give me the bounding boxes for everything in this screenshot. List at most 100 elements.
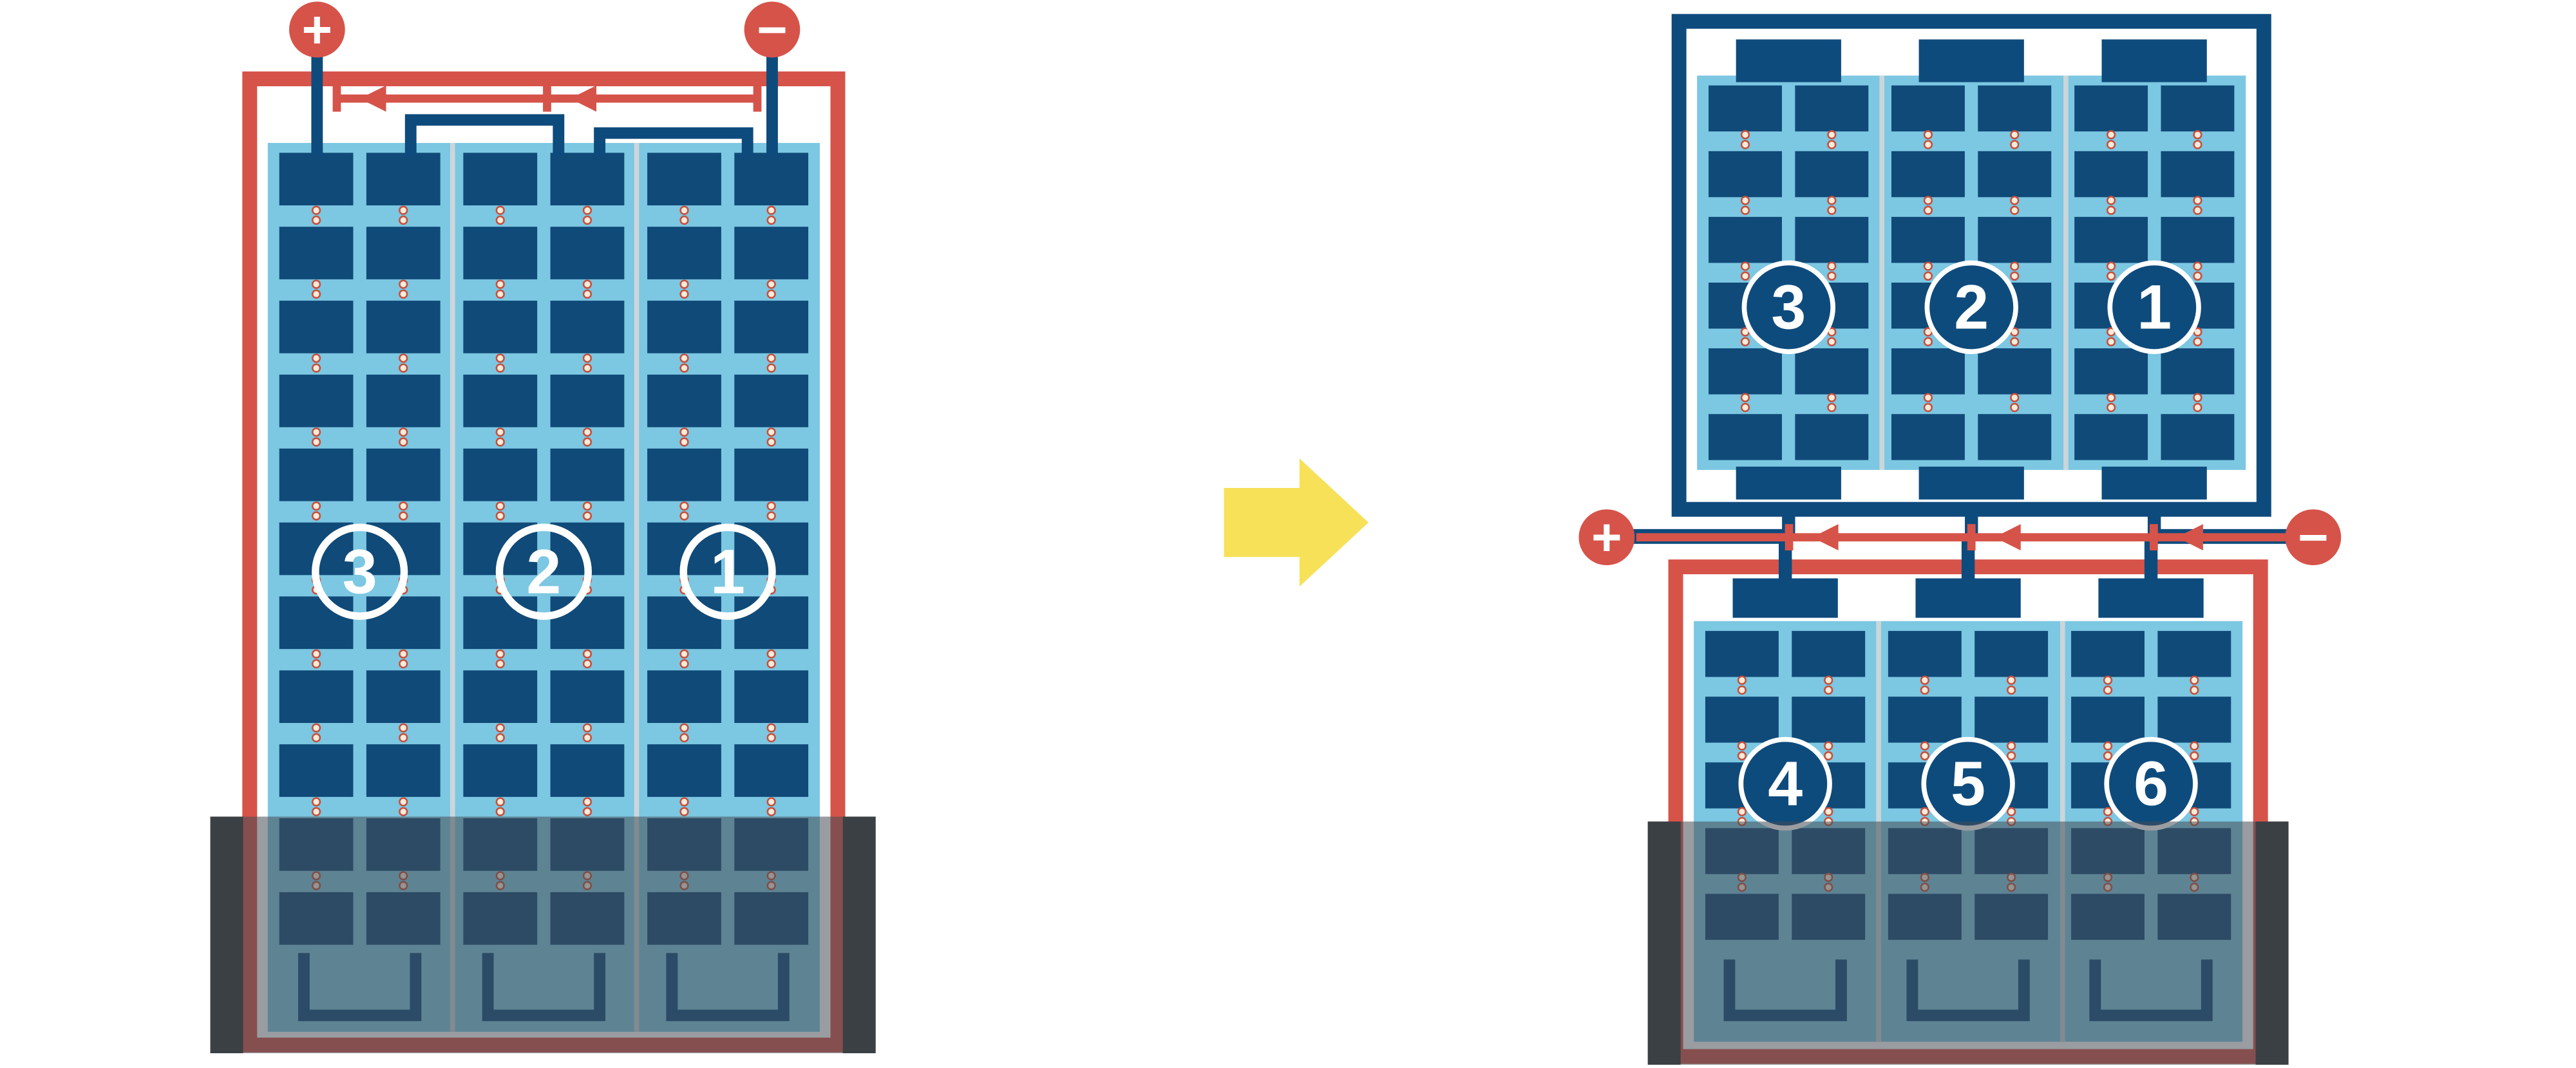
pv-cell bbox=[734, 301, 809, 353]
solder-dot bbox=[2193, 402, 2202, 413]
solder-dot bbox=[2106, 140, 2116, 149]
solder-dot bbox=[582, 807, 592, 816]
string-number: 2 bbox=[1954, 272, 1989, 342]
string-number-circle bbox=[2107, 260, 2201, 355]
pv-cell bbox=[2074, 414, 2148, 460]
arrow-left-icon bbox=[1994, 524, 2021, 551]
string-number-circle bbox=[1741, 260, 1835, 355]
solder-dot bbox=[1740, 393, 1750, 402]
pv-cell bbox=[1709, 414, 1782, 460]
solder-dot bbox=[2103, 675, 2113, 685]
solder-dot bbox=[679, 807, 689, 816]
solder-dot bbox=[766, 215, 776, 225]
top-connector-tab bbox=[2098, 578, 2204, 618]
pv-cell bbox=[1978, 414, 2052, 460]
solder-dot bbox=[582, 289, 592, 299]
solder-dot bbox=[1920, 751, 1929, 761]
pv-cell bbox=[647, 744, 721, 797]
solder-dot bbox=[495, 723, 505, 733]
solder-dot bbox=[2010, 130, 2020, 140]
pv-cell bbox=[1795, 348, 1869, 395]
solder-dot bbox=[399, 363, 408, 373]
pv-cell bbox=[463, 596, 538, 650]
solder-dot bbox=[766, 353, 776, 363]
solder-dot bbox=[311, 797, 321, 807]
mounting-bar bbox=[210, 816, 243, 1054]
solder-dot bbox=[495, 427, 505, 437]
pv-cell bbox=[463, 448, 538, 501]
pv-cell bbox=[550, 227, 625, 279]
solder-dot bbox=[2193, 205, 2202, 215]
solder-dot bbox=[1740, 130, 1750, 140]
solder-dot bbox=[1923, 205, 1933, 215]
mounting-bar bbox=[1647, 821, 1681, 1065]
solder-dot bbox=[679, 723, 689, 733]
solder-dot bbox=[1923, 196, 1933, 205]
pv-cell bbox=[463, 374, 538, 427]
solder-dot bbox=[2010, 271, 2020, 281]
solder-dot bbox=[399, 649, 408, 659]
solder-dot bbox=[311, 807, 321, 816]
pv-cell bbox=[366, 227, 440, 279]
pv-cell bbox=[2157, 697, 2231, 743]
pv-cell bbox=[647, 227, 721, 279]
solder-dot bbox=[679, 511, 689, 521]
pv-cell bbox=[463, 744, 538, 797]
solder-dot bbox=[495, 215, 505, 225]
pv-cell bbox=[550, 301, 625, 353]
solder-dot bbox=[1737, 751, 1747, 761]
solder-dot bbox=[679, 437, 689, 447]
solder-dot bbox=[582, 363, 592, 373]
solder-dot bbox=[2007, 675, 2016, 685]
pv-cell bbox=[1709, 85, 1782, 132]
solder-dot bbox=[582, 437, 592, 447]
negative-icon: − bbox=[2298, 509, 2329, 567]
solder-dot bbox=[399, 659, 408, 669]
pv-cell bbox=[1978, 85, 2052, 132]
solder-dot bbox=[1827, 196, 1837, 205]
pv-cell bbox=[647, 448, 721, 501]
solder-dot bbox=[766, 279, 776, 289]
solder-dot bbox=[766, 205, 776, 215]
solder-dot bbox=[495, 501, 505, 511]
pv-cell bbox=[279, 374, 354, 427]
shading-overlay bbox=[1647, 821, 2289, 1065]
pv-cell bbox=[2161, 414, 2235, 460]
pv-cell bbox=[2071, 697, 2145, 743]
positive-icon: + bbox=[302, 1, 333, 59]
solder-dot bbox=[1920, 741, 1929, 751]
solder-dot bbox=[1824, 685, 1833, 695]
pv-cell bbox=[279, 227, 354, 279]
solder-dot bbox=[582, 797, 592, 807]
solder-dot bbox=[582, 205, 592, 215]
solder-dot bbox=[311, 501, 321, 511]
solder-dot bbox=[679, 501, 689, 511]
pv-cell bbox=[647, 301, 721, 353]
pv-cell bbox=[279, 596, 354, 650]
solder-dot bbox=[679, 215, 689, 225]
solder-dot bbox=[399, 501, 408, 511]
solder-dot bbox=[1827, 140, 1837, 149]
pv-cell bbox=[2161, 85, 2235, 132]
pv-cell bbox=[366, 153, 440, 206]
solder-dot bbox=[399, 215, 408, 225]
pv-cell bbox=[1891, 216, 1965, 263]
pv-cell bbox=[550, 153, 625, 206]
solder-dot bbox=[495, 205, 505, 215]
bottom-connector-tab bbox=[1736, 466, 1841, 500]
top-connector-tab bbox=[1918, 39, 2024, 82]
solder-dot bbox=[1827, 337, 1837, 347]
solder-dot bbox=[2007, 751, 2016, 761]
top-connector-tab bbox=[1915, 578, 2021, 618]
solder-dot bbox=[2106, 196, 2116, 205]
pv-cell bbox=[2161, 348, 2235, 395]
solder-dot bbox=[495, 279, 505, 289]
solder-dot bbox=[495, 363, 505, 373]
pv-cell bbox=[734, 227, 809, 279]
solder-dot bbox=[1923, 130, 1933, 140]
solder-dot bbox=[2190, 685, 2199, 695]
solder-dot bbox=[766, 437, 776, 447]
mounting-bar bbox=[842, 816, 876, 1054]
